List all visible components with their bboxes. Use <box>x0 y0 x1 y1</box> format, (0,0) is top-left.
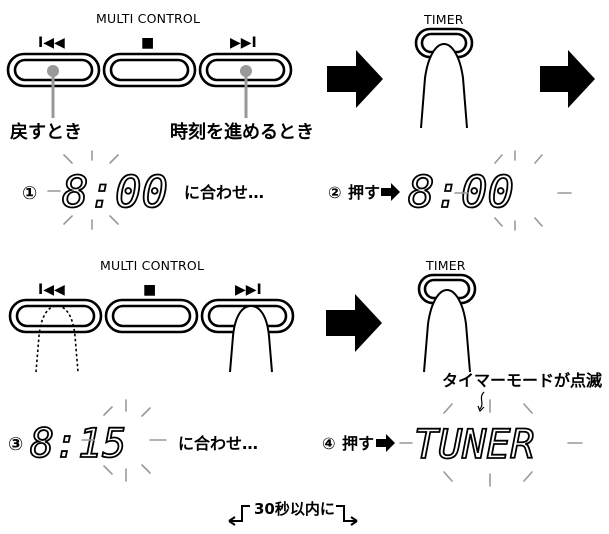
prev-button[interactable] <box>8 298 103 334</box>
finger-outline-icon <box>35 305 79 373</box>
forward-label: 時刻を進めるとき <box>170 121 314 143</box>
forward-pointer <box>240 65 252 118</box>
stop-symbol: ■ <box>143 282 156 298</box>
back-label: 戻すとき <box>10 121 82 143</box>
step1-display: 8:00 <box>62 167 168 218</box>
time-limit-bracket <box>228 505 358 526</box>
arrow-right-icon <box>381 183 400 201</box>
next-symbol: ▶▶I <box>235 282 262 298</box>
mode-blink-note: タイマーモードが点滅 <box>442 371 602 390</box>
step1-text: に合わせ… <box>184 183 264 202</box>
step2-text: 押す <box>348 183 380 202</box>
stop-button[interactable] <box>102 52 197 88</box>
prev-symbol: I◀◀ <box>38 282 65 298</box>
step2-number: ② <box>328 183 342 202</box>
arrow-right-icon <box>326 294 382 352</box>
blink-rays <box>399 399 583 487</box>
arrow-right-icon <box>540 50 595 108</box>
finger-icon <box>423 288 471 373</box>
multi-control-label: MULTI CONTROL <box>96 11 200 26</box>
step4-text: 押す <box>342 434 374 453</box>
blink-rays <box>81 399 167 482</box>
prev-symbol: I◀◀ <box>38 35 65 51</box>
arrow-right-icon <box>327 50 383 108</box>
stop-button[interactable] <box>104 298 199 334</box>
step4-display: TUNER <box>414 422 534 468</box>
timer-label: TIMER <box>423 12 464 27</box>
step3-number: ③ <box>8 434 23 455</box>
finger-icon <box>229 304 273 373</box>
step3-display: 8:15 <box>30 421 126 467</box>
step4-number: ④ <box>322 434 336 453</box>
next-symbol: ▶▶I <box>230 35 257 51</box>
step1-number: ① <box>22 183 37 204</box>
stop-symbol: ■ <box>141 35 154 51</box>
finger-icon <box>420 42 468 129</box>
time-limit-label: 30秒以内に <box>254 500 335 518</box>
multi-control-label: MULTI CONTROL <box>100 258 204 273</box>
step3-text: に合わせ… <box>178 434 258 453</box>
blink-rays <box>47 150 119 230</box>
back-pointer <box>47 65 59 118</box>
pointer-arrow-icon <box>479 391 485 410</box>
timer-label: TIMER <box>425 258 466 273</box>
blink-rays <box>454 150 572 231</box>
arrow-right-icon <box>376 434 395 452</box>
